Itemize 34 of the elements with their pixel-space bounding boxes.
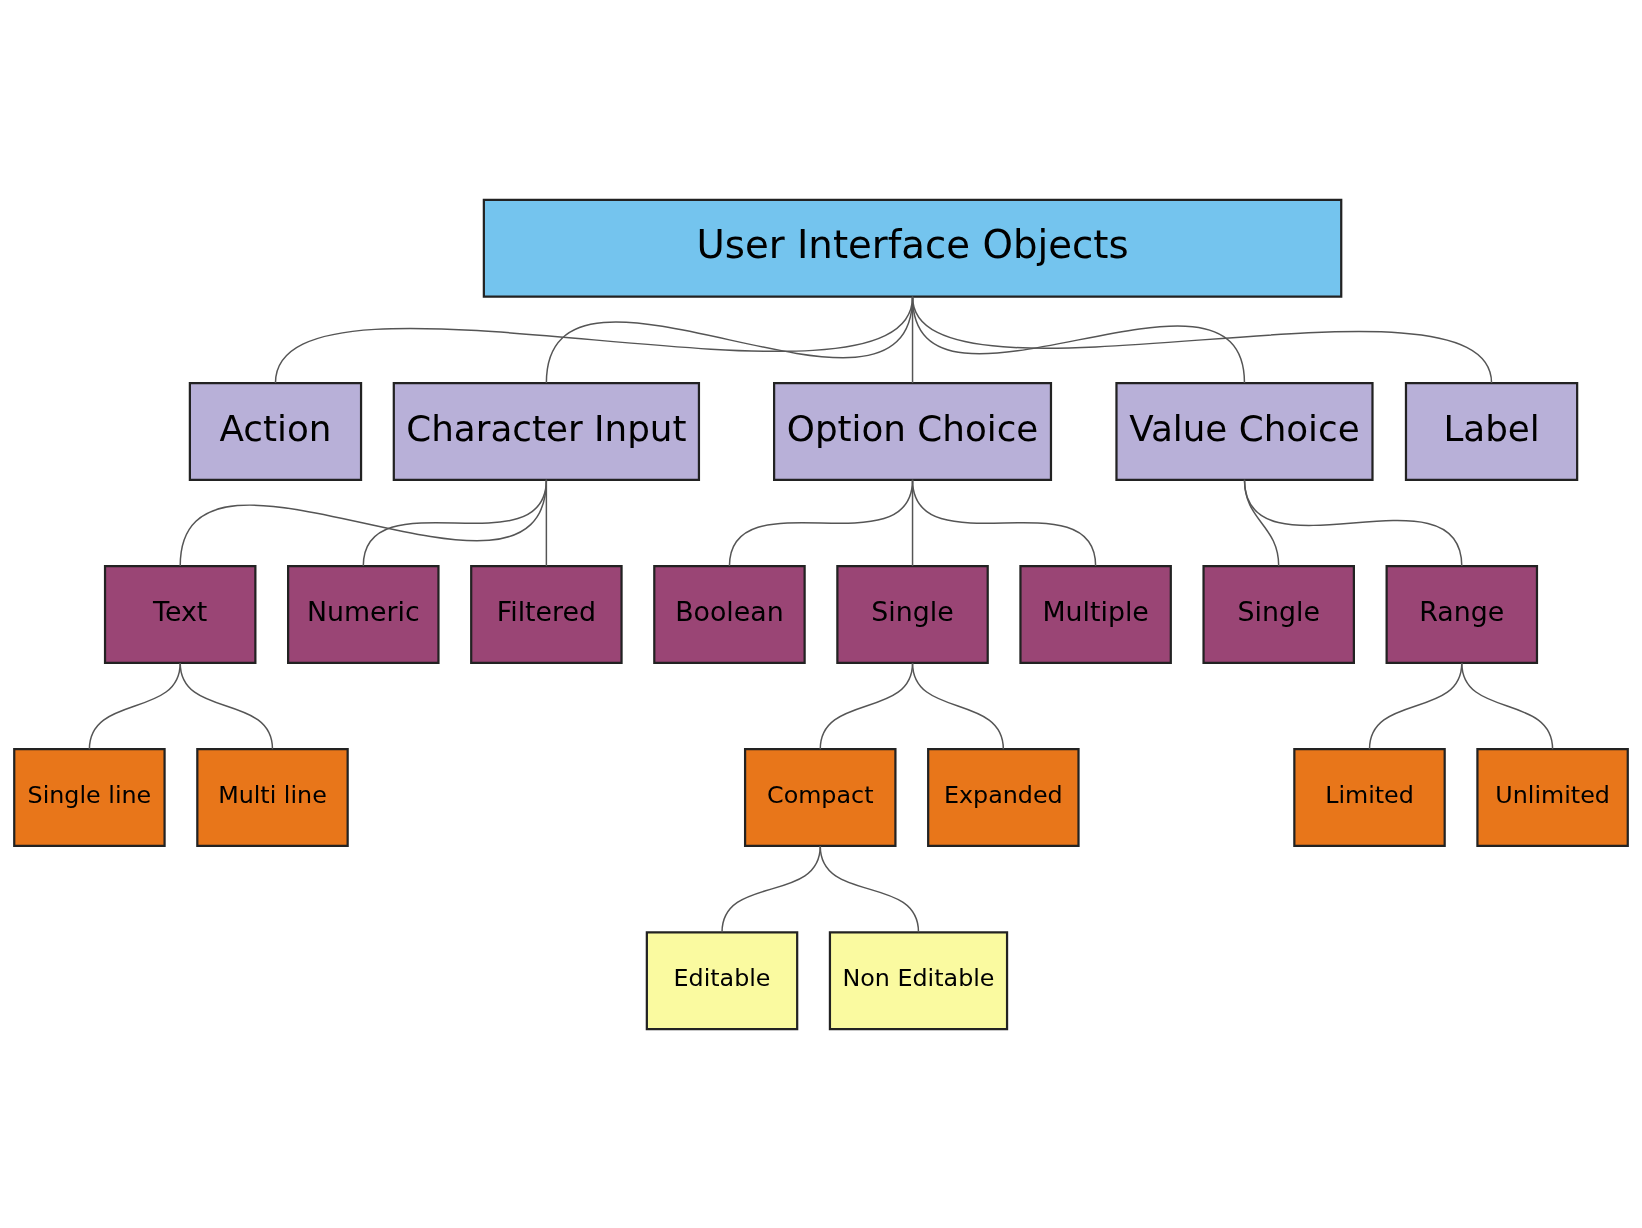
node-box: Editable	[645, 930, 799, 1030]
connector	[911, 478, 1097, 567]
node-box: Non Editable	[828, 930, 1009, 1030]
node-box: Expanded	[927, 747, 1080, 847]
node-box: Range	[1385, 564, 1539, 664]
connector	[819, 844, 920, 933]
node-box: Label	[1404, 381, 1579, 481]
node-box: Filtered	[470, 564, 623, 664]
node-box: Single	[1202, 564, 1355, 664]
node-box: Limited	[1293, 747, 1446, 847]
node-box: Action	[188, 381, 363, 481]
node-box: Numeric	[287, 564, 440, 664]
connector	[911, 295, 1493, 384]
connector	[1243, 478, 1463, 567]
node-box: Option Choice	[773, 381, 1053, 481]
connector	[179, 661, 274, 750]
connector	[179, 478, 548, 567]
node-box: Unlimited	[1476, 747, 1629, 847]
node-box: User Interface Objects	[482, 198, 1343, 298]
connector	[545, 478, 548, 567]
connector	[362, 478, 548, 567]
connector	[1461, 661, 1554, 750]
node-box: Single	[836, 564, 989, 664]
node-box: Compact	[743, 747, 897, 847]
node-box: Multi line	[196, 747, 349, 847]
node-box: Character Input	[392, 381, 701, 481]
node-box: Single line	[13, 747, 166, 847]
connector	[721, 844, 821, 933]
node-box: Multiple	[1019, 564, 1172, 664]
connector	[88, 661, 181, 750]
node-box: Text	[103, 564, 257, 664]
node-box: Boolean	[653, 564, 806, 664]
node-box: Value Choice	[1115, 381, 1374, 481]
connector	[911, 661, 1005, 750]
